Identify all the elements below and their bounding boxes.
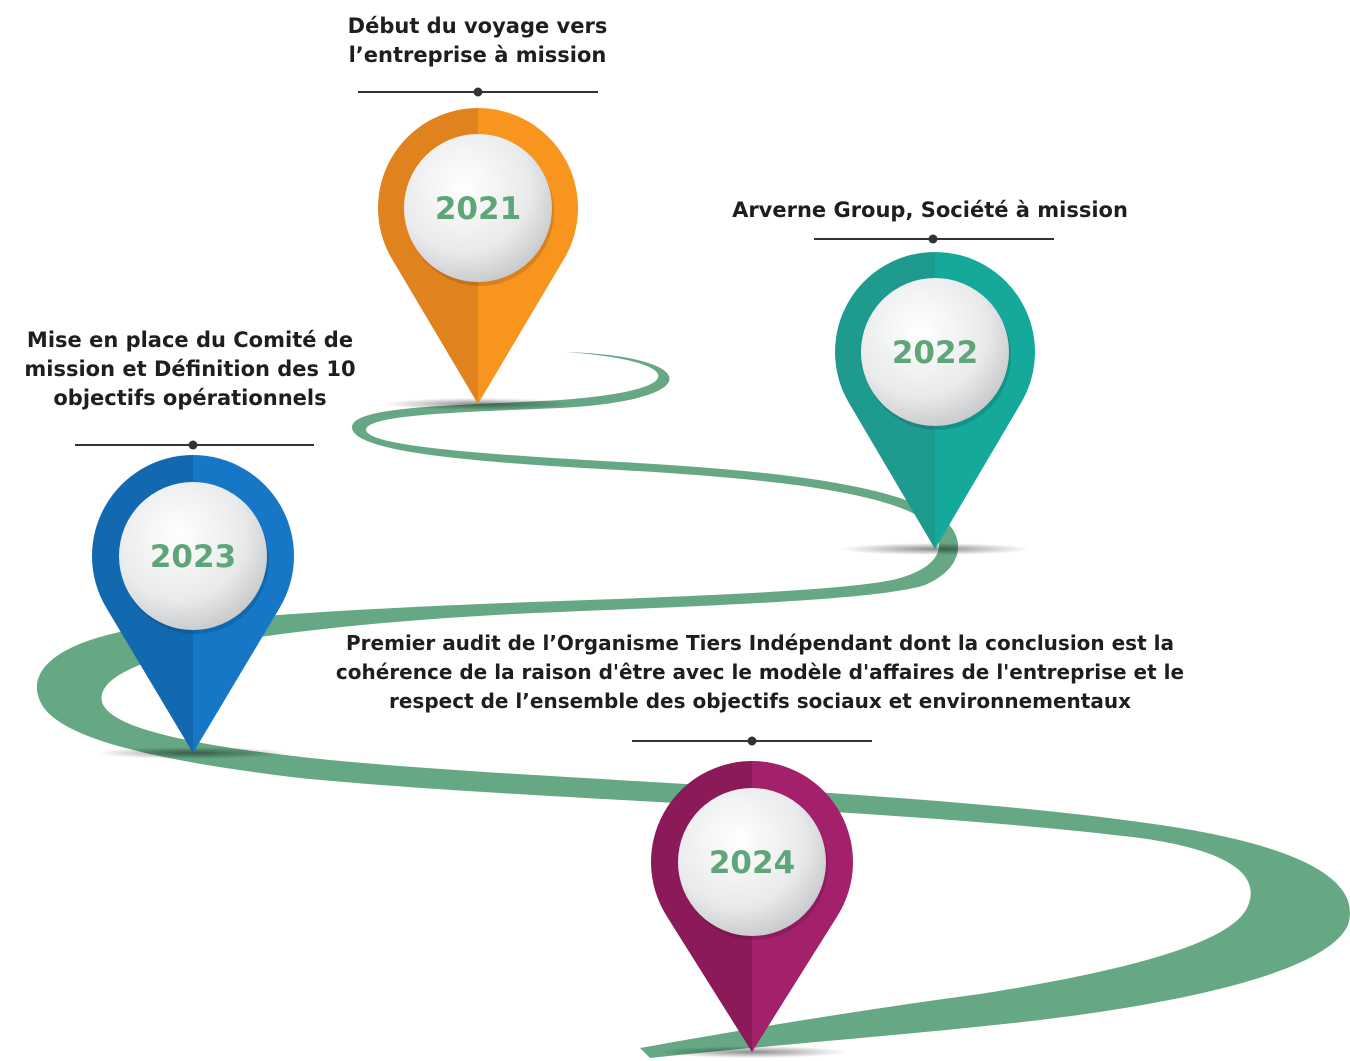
milestone-2023-description-line-1: Mise en place du Comité de [26, 328, 354, 352]
milestone-2021-description-line-1: Début du voyage vers [347, 14, 608, 38]
milestone-2023-description-line-3: objectifs opérationnels [53, 386, 327, 410]
pin-year-2022: 2022 [892, 335, 978, 371]
pin-disc [404, 134, 552, 282]
pin-2023: 2023 [91, 455, 295, 759]
pin-disc [119, 482, 267, 630]
milestone-2024-description-line-3: respect de l’ensemble des objectifs soci… [389, 689, 1131, 713]
milestone-2021-description-line-2: l’entreprise à mission [348, 43, 607, 67]
pin-2021: 2021 [377, 108, 578, 410]
milestone-2024-description-line-2: cohérence de la raison d'être avec le mo… [335, 660, 1185, 684]
pin-disc [861, 278, 1009, 426]
milestone-2023-description-line-2: mission et Définition des 10 [24, 357, 356, 381]
pin-year-2023: 2023 [150, 539, 236, 575]
pin-disc [678, 788, 826, 936]
connector-dot-2021 [473, 87, 483, 97]
label-connectors [75, 87, 1054, 746]
milestone-2024-description-line-1: Premier audit de l’Organisme Tiers Indép… [346, 631, 1174, 655]
milestone-2022-description-line-1: Arverne Group, Société à mission [732, 198, 1128, 222]
connector-dot-2023 [188, 440, 198, 450]
pins-layer: 2021 2022 2023 2024 [91, 108, 1035, 1058]
pin-2022: 2022 [835, 252, 1035, 555]
pin-year-2021: 2021 [435, 191, 521, 227]
connector-dot-2024 [747, 736, 757, 746]
milestone-2022-description: Arverne Group, Société à mission [700, 196, 1160, 225]
pin-year-2024: 2024 [709, 845, 795, 881]
connector-dot-2022 [928, 234, 938, 244]
road-segment-top [351, 352, 959, 612]
milestone-2024-description: Premier audit de l’Organisme Tiers Indép… [270, 629, 1250, 716]
milestone-2023-description: Mise en place du Comité de mission et Dé… [4, 326, 376, 413]
pin-2024: 2024 [651, 761, 853, 1058]
milestone-2021-description: Début du voyage vers l’entreprise à miss… [300, 12, 655, 70]
